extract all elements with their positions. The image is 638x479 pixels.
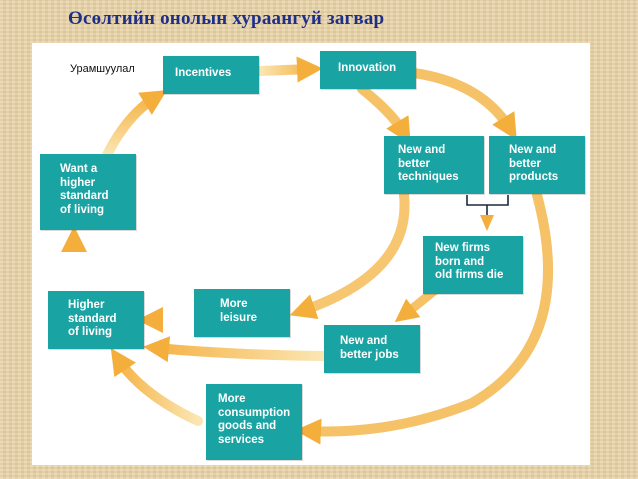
box-products: New and better products (489, 136, 585, 194)
arrow-firms-jobs (394, 286, 439, 323)
arrow-innovation-techniques (357, 84, 411, 145)
merge-bracket (466, 195, 509, 215)
box-leisure: More leisure (194, 289, 290, 337)
diagram-arrows (61, 56, 553, 445)
box-want-higher: Want a higher standard of living (40, 154, 136, 230)
slide-title: Өсөлтийн онолын хураангуй загвар (68, 8, 385, 29)
arrow-jobs-higher (143, 336, 329, 363)
arrow-want-incentives (102, 90, 168, 160)
arrow-techniques-leisure (289, 190, 410, 320)
box-incentives: Incentives (163, 56, 259, 94)
box-firms: New firms born and old firms die (423, 236, 523, 294)
arrow-incentives-innovation (255, 56, 323, 83)
arrow-innovation-products (409, 68, 517, 141)
box-jobs: New and better jobs (324, 325, 420, 373)
box-techniques: New and better techniques (384, 136, 484, 194)
arrow-products-consumption (295, 190, 553, 445)
arrow-merge-firms (480, 215, 494, 231)
box-higher-standard: Higher standard of living (48, 291, 144, 349)
box-consumption: More consumption goods and services (206, 384, 302, 460)
arrow-consumption-higher (110, 348, 203, 426)
diagram-panel: Урамшуулал Incentives Innovation New and… (32, 43, 590, 465)
box-innovation: Innovation (320, 51, 416, 89)
corner-label: Урамшуулал (70, 63, 135, 75)
